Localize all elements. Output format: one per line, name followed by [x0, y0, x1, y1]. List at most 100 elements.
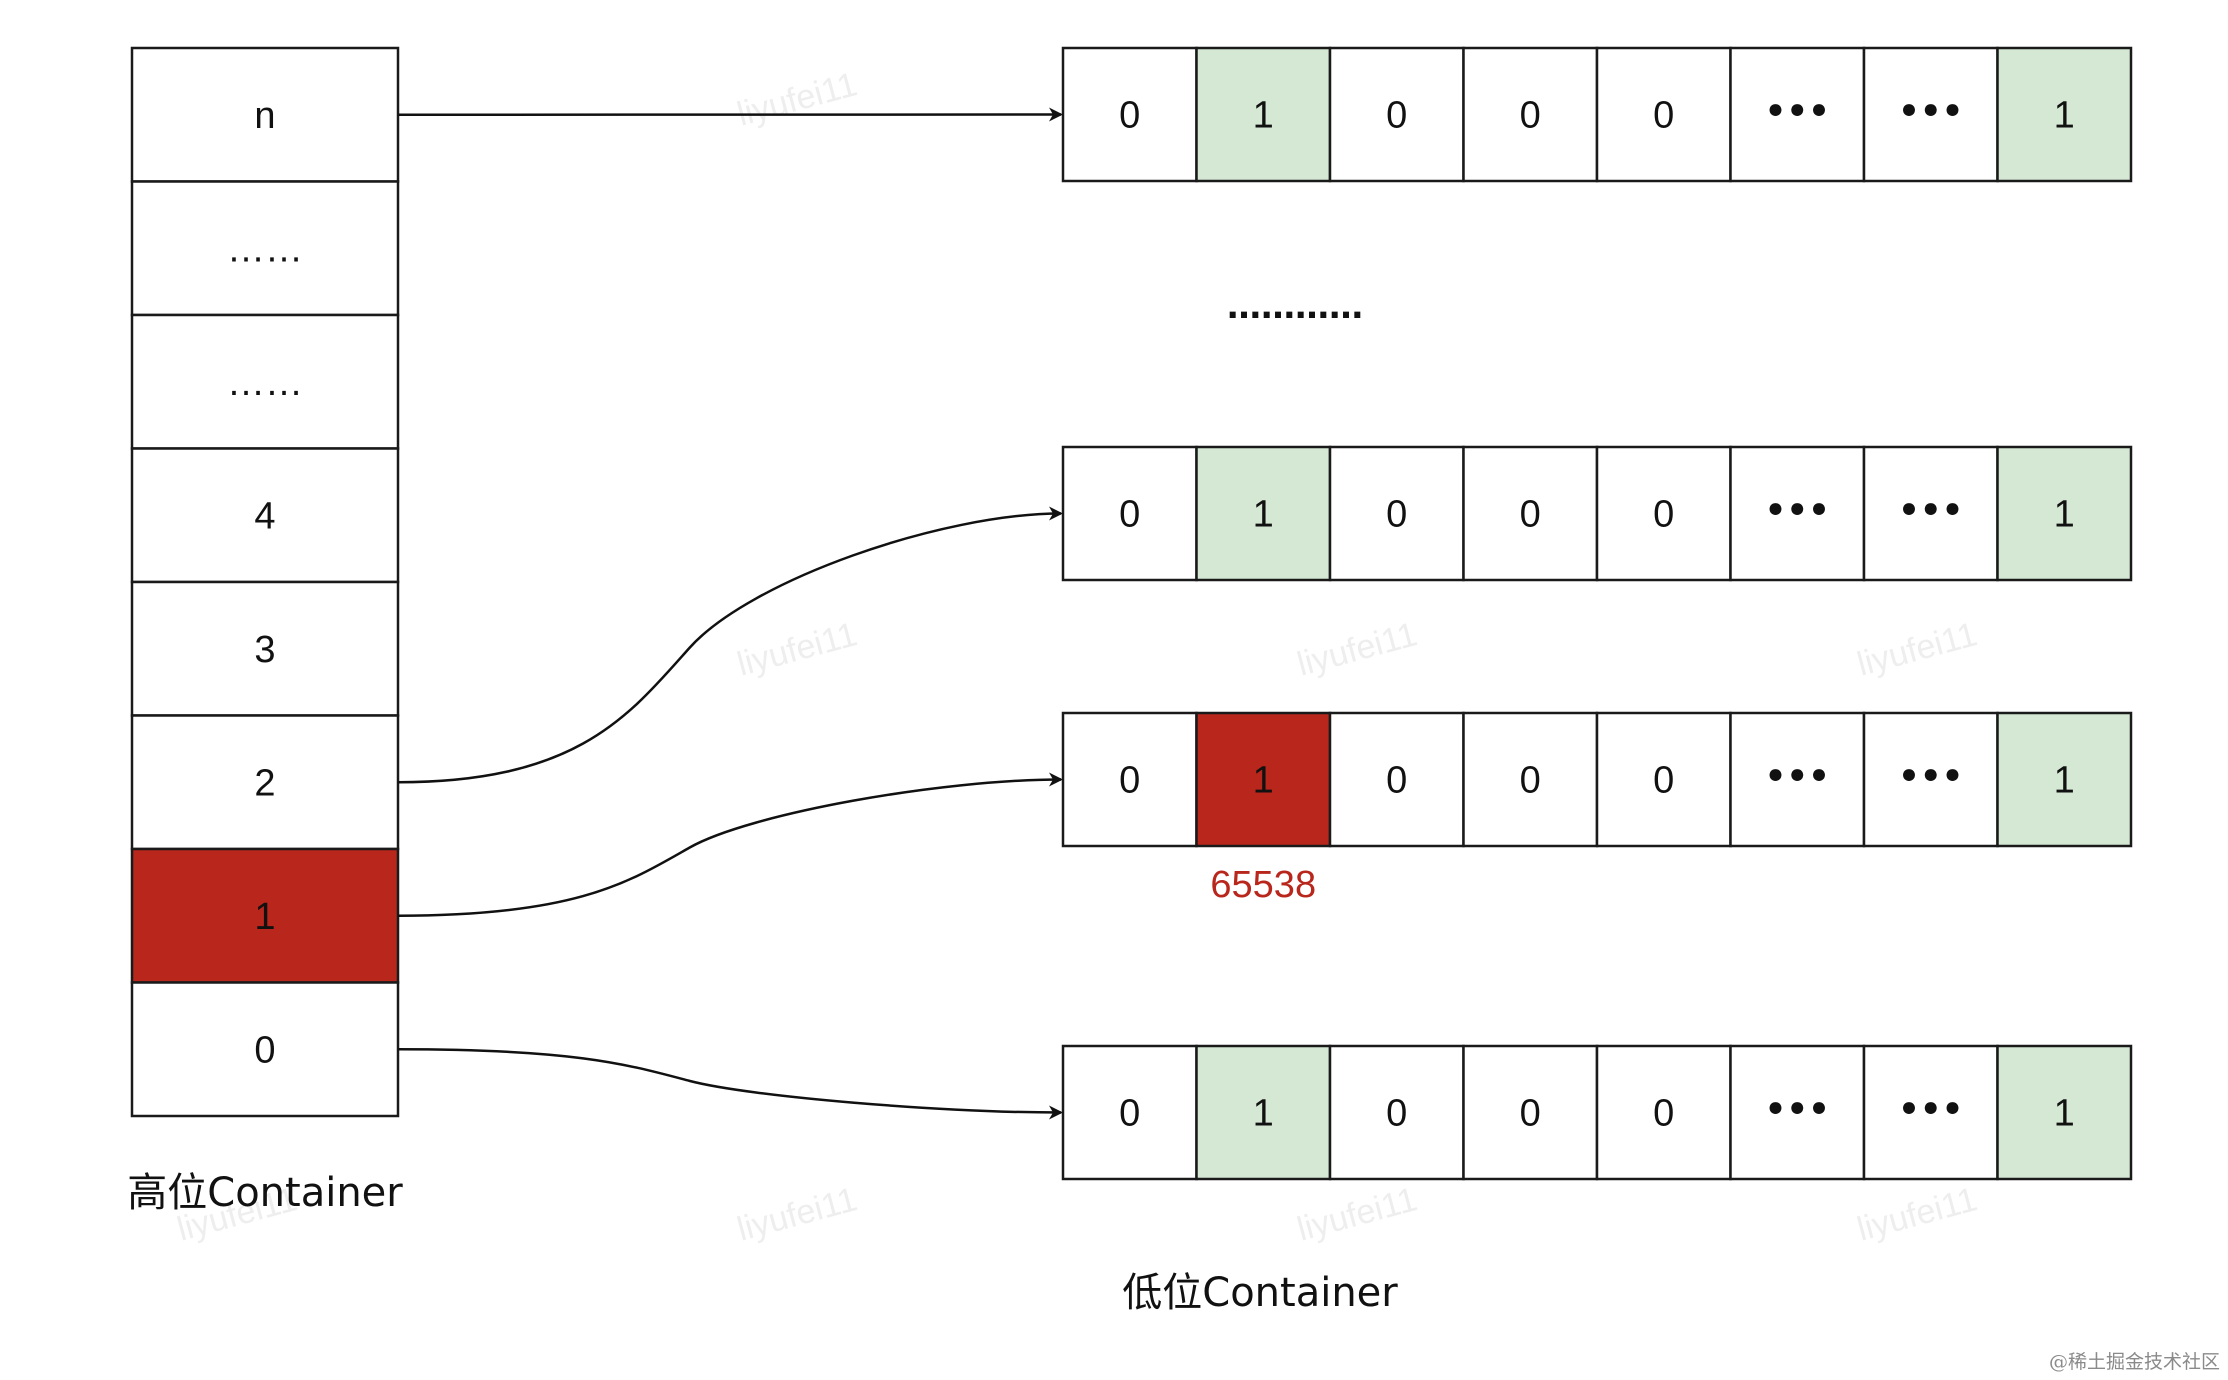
- high-cell-label: 1: [254, 896, 275, 938]
- bit-cell-box: [1862, 1044, 1999, 1181]
- bit-cell-box: [1729, 445, 1866, 582]
- high-container-column: n …… …… 4 3 2 1 0: [130, 46, 400, 1118]
- bit-cell-box: [1729, 46, 1866, 183]
- high-cell-label: 3: [254, 629, 275, 671]
- bit-cell-box: [1195, 445, 1332, 582]
- high-cell-box: [130, 180, 400, 317]
- bit-cell-value: •••: [1898, 757, 1963, 797]
- high-cell-box: [130, 580, 400, 717]
- bit-cell-value: 1: [2054, 1093, 2075, 1135]
- bit-cell-value: 0: [1653, 494, 1674, 536]
- watermark-text: liyufei11: [733, 615, 861, 683]
- high-cell-box: [130, 981, 400, 1118]
- bit-cell-value: 0: [1386, 1093, 1407, 1135]
- bit-cell-value: 0: [1653, 1093, 1674, 1135]
- watermark-text: liyufei11: [733, 1180, 861, 1248]
- bit-cell-value: 0: [1119, 494, 1140, 536]
- bit-cell-box: [1462, 46, 1599, 183]
- high-cell-box: [130, 313, 400, 450]
- bit-cell-value: 0: [1520, 494, 1541, 536]
- high-cell-label: 2: [254, 762, 275, 804]
- bit-cell-box: [1996, 445, 2133, 582]
- bit-cell-value: 0: [1386, 95, 1407, 137]
- arrow-connector: [397, 1048, 1063, 1120]
- high-container-cell: 4: [130, 447, 400, 584]
- bit-cell-box: [1328, 1044, 1465, 1181]
- bit-cell-box: [1729, 1044, 1866, 1181]
- bit-cell-value: 1: [1253, 1093, 1274, 1135]
- low-container-ellipsis: …………: [1227, 287, 1363, 327]
- bit-cell-value: 1: [2054, 760, 2075, 802]
- low-container-label: 低位Container: [1122, 1270, 1398, 1316]
- bit-cell-box: [1595, 445, 1732, 582]
- high-container-cell: ……: [130, 180, 400, 317]
- arrow-connector: [397, 506, 1063, 784]
- high-cell-label: 0: [254, 1029, 275, 1071]
- bit-cell-value: •••: [1898, 491, 1963, 531]
- low-container-row: 0 1 0 0 0 ••• ••• 1: [1061, 445, 2133, 582]
- high-container-cell: 2: [130, 714, 400, 851]
- bit-cell-value: 0: [1119, 760, 1140, 802]
- bit-cell-value: •••: [1765, 92, 1830, 132]
- bit-cell-box: [1996, 46, 2133, 183]
- watermark-text: liyufei11: [1853, 1180, 1981, 1248]
- watermark-text: liyufei11: [1293, 615, 1421, 683]
- bit-cell-value: •••: [1898, 1090, 1963, 1130]
- bit-cell-box: [1195, 1044, 1332, 1181]
- bit-cell-box: [1862, 46, 1999, 183]
- bit-cell-value: •••: [1765, 491, 1830, 531]
- bit-cell-value: 1: [2054, 95, 2075, 137]
- bit-annotation: 65538: [1210, 864, 1316, 906]
- high-container-cell: n: [130, 46, 400, 183]
- high-cell-box: [130, 46, 400, 183]
- high-cell-box: [130, 847, 400, 984]
- bit-cell-box: [1328, 445, 1465, 582]
- watermark-text: liyufei11: [1853, 615, 1981, 683]
- watermark-text: liyufei11: [733, 65, 861, 133]
- high-cell-box: [130, 447, 400, 584]
- bit-cell-box: [1195, 46, 1332, 183]
- bit-cell-box: [1462, 445, 1599, 582]
- bit-cell-value: •••: [1765, 1090, 1830, 1130]
- high-container-cell: 1: [130, 847, 400, 984]
- low-container-rows: 0 1 0 0 0 ••• ••• 1 0 1 0 0 0 ••• ••• 1 0 1 0 0 0 ••• ••• 1 6553…: [1061, 46, 2133, 1181]
- bit-cell-value: 0: [1520, 95, 1541, 137]
- bit-cell-value: 1: [1253, 95, 1274, 137]
- bit-cell-value: 0: [1520, 760, 1541, 802]
- bit-cell-value: 0: [1386, 760, 1407, 802]
- high-cell-box: [130, 714, 400, 851]
- bit-cell-box: [1996, 1044, 2133, 1181]
- bit-cell-value: •••: [1765, 757, 1830, 797]
- bit-cell-value: 0: [1386, 494, 1407, 536]
- bit-cell-value: •••: [1898, 92, 1963, 132]
- high-container-cell: 0: [130, 981, 400, 1118]
- bit-cell-box: [1061, 1044, 1198, 1181]
- high-container-label: 高位Container: [127, 1170, 403, 1216]
- high-cell-label: ……: [227, 228, 303, 270]
- bit-cell-value: 0: [1119, 95, 1140, 137]
- bit-cell-box: [1862, 711, 1999, 848]
- bit-cell-box: [1595, 711, 1732, 848]
- bit-cell-box: [1595, 46, 1732, 183]
- bit-cell-box: [1996, 711, 2133, 848]
- watermark-text: liyufei11: [1293, 1180, 1421, 1248]
- bit-cell-value: 1: [2054, 494, 2075, 536]
- high-cell-label: 4: [254, 495, 275, 537]
- bit-cell-value: 1: [1253, 760, 1274, 802]
- high-cell-label: ……: [227, 362, 303, 404]
- low-container-row: 0 1 0 0 0 ••• ••• 1: [1061, 46, 2133, 183]
- bit-cell-box: [1061, 46, 1198, 183]
- arrow-connectors: [397, 107, 1063, 1120]
- bit-cell-value: 0: [1520, 1093, 1541, 1135]
- high-container-cell: 3: [130, 580, 400, 717]
- high-cell-label: n: [254, 95, 275, 137]
- high-container-cell: ……: [130, 313, 400, 450]
- bit-cell-value: 1: [1253, 494, 1274, 536]
- footer-watermark: @稀土掘金技术社区: [2049, 1351, 2220, 1373]
- bit-cell-box: [1862, 445, 1999, 582]
- bit-cell-value: 0: [1653, 760, 1674, 802]
- bit-cell-value: 0: [1653, 95, 1674, 137]
- bit-cell-box: [1328, 46, 1465, 183]
